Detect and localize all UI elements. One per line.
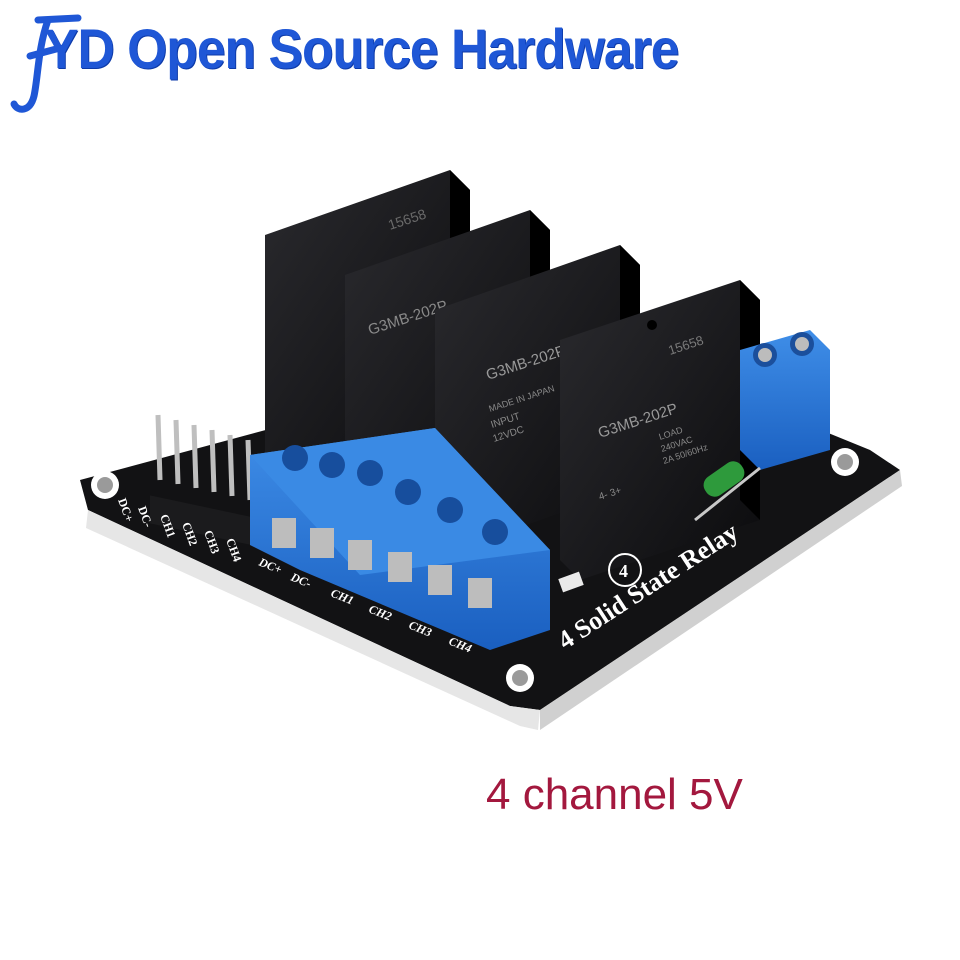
product-caption: 4 channel 5V (486, 770, 743, 819)
brand-logo (10, 14, 82, 113)
green-fuse (694, 461, 761, 522)
input-terminal-block (250, 428, 550, 650)
board-title-badge: 4 (619, 561, 628, 581)
brand-swash-mark (10, 14, 82, 113)
status-led (558, 571, 584, 593)
relay-4: 15658 G3MB-202P LOAD 240VAC 2A 50/60Hz 4… (560, 280, 760, 580)
mount-holes (91, 448, 859, 692)
header-pins (155, 414, 253, 501)
header-label-dcminus: DC- (135, 504, 155, 529)
brand-title: YD Open Source Hardware (44, 17, 679, 80)
load-terminal-block (740, 330, 830, 470)
relay-module-photo: 15658 G3MB-202P G3MB-202P MADE IN JAPAN … (80, 170, 902, 730)
